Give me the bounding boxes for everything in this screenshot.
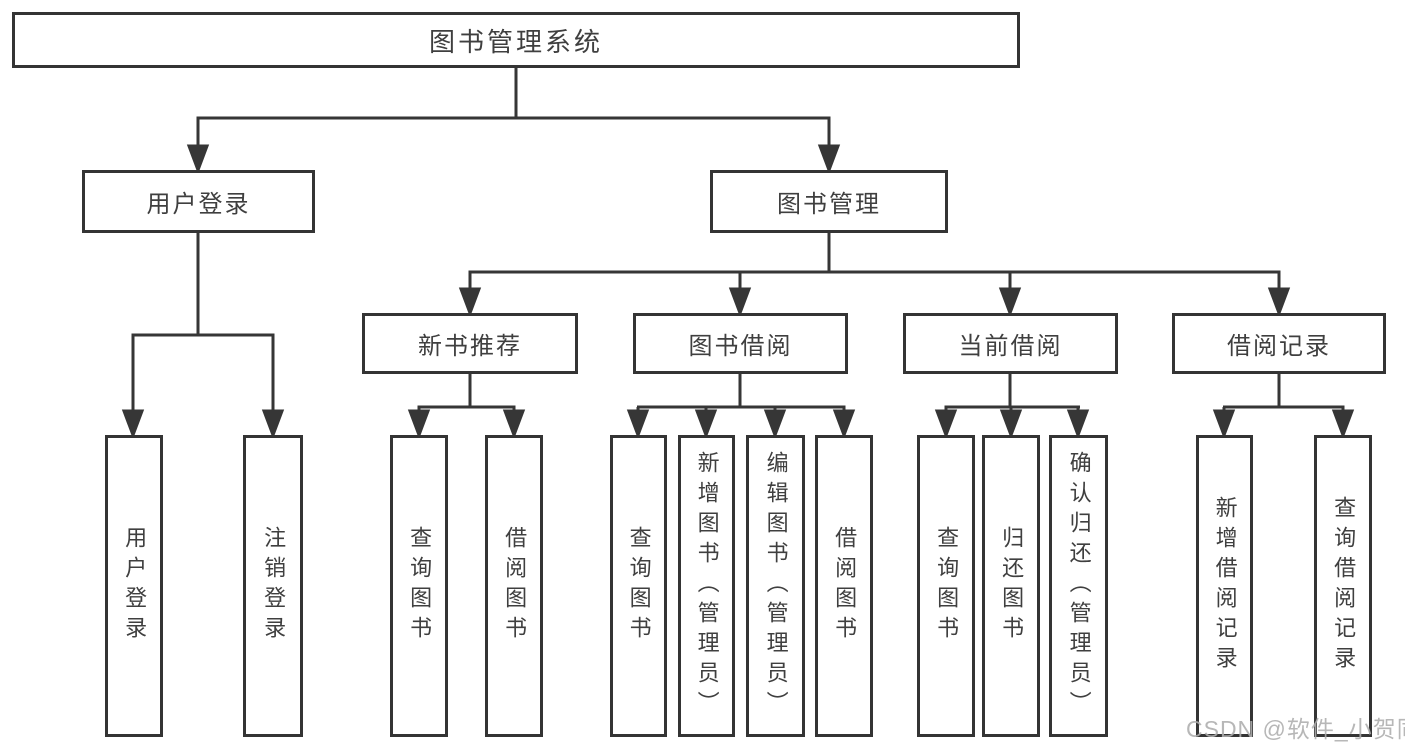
node-borrow-records: 借阅记录 — [1172, 313, 1386, 374]
node-root: 图书管理系统 — [12, 12, 1020, 68]
leaf-confirm-return-admin: 确认归还（管理员） — [1049, 435, 1108, 737]
leaf-edit-book-admin-label: 编辑图书（管理员） — [763, 451, 789, 721]
leaf-user-login-label: 用户登录 — [122, 526, 148, 646]
connector-root-to-level2 — [186, 68, 841, 175]
node-user-login-label: 用户登录 — [146, 191, 251, 218]
leaf-query-books-3-label: 查询图书 — [934, 526, 960, 646]
node-current-borrow-label: 当前借阅 — [958, 333, 1063, 360]
leaf-query-borrow-record: 查询借阅记录 — [1314, 435, 1372, 737]
node-book-management-label: 图书管理 — [777, 191, 881, 218]
connector-current-borrow-children — [934, 374, 1090, 440]
leaf-add-borrow-record-label: 新增借阅记录 — [1212, 496, 1238, 676]
leaf-query-borrow-record-label: 查询借阅记录 — [1331, 496, 1357, 676]
connector-user-login-children — [121, 233, 285, 440]
leaf-edit-book-admin: 编辑图书（管理员） — [746, 435, 805, 737]
connector-new-book-children — [407, 374, 526, 440]
leaf-query-books-1: 查询图书 — [390, 435, 448, 737]
leaf-confirm-return-admin-label: 确认归还（管理员） — [1066, 451, 1092, 721]
node-borrow-records-label: 借阅记录 — [1227, 333, 1331, 360]
leaf-query-books-3: 查询图书 — [917, 435, 975, 737]
leaf-add-book-admin-label: 新增图书（管理员） — [694, 451, 720, 721]
node-current-borrow: 当前借阅 — [903, 313, 1118, 374]
node-book-management: 图书管理 — [710, 170, 948, 233]
csdn-watermark: CSDN @软件_小贺同学 — [1186, 716, 1405, 742]
leaf-add-borrow-record: 新增借阅记录 — [1196, 435, 1253, 737]
leaf-logout: 注销登录 — [243, 435, 303, 737]
connector-book-borrow-children — [626, 374, 856, 440]
node-book-borrow: 图书借阅 — [633, 313, 848, 374]
leaf-query-books-1-label: 查询图书 — [407, 526, 433, 646]
node-book-borrow-label: 图书借阅 — [688, 333, 793, 360]
leaf-return-book: 归还图书 — [982, 435, 1040, 737]
node-user-login: 用户登录 — [82, 170, 315, 233]
leaf-borrow-books-1-label: 借阅图书 — [502, 526, 528, 646]
leaf-borrow-books-2-label: 借阅图书 — [832, 526, 858, 646]
node-new-book-recommend-label: 新书推荐 — [418, 333, 522, 360]
leaf-borrow-books-1: 借阅图书 — [485, 435, 543, 737]
connector-book-management-children — [458, 233, 1291, 318]
leaf-query-books-2: 查询图书 — [610, 435, 667, 737]
leaf-borrow-books-2: 借阅图书 — [815, 435, 873, 737]
leaf-user-login: 用户登录 — [105, 435, 163, 737]
connector-borrow-record-children — [1212, 374, 1355, 440]
leaf-query-books-2-label: 查询图书 — [626, 526, 652, 646]
node-new-book-recommend: 新书推荐 — [362, 313, 578, 374]
leaf-logout-label: 注销登录 — [261, 526, 287, 646]
leaf-return-book-label: 归还图书 — [999, 526, 1025, 646]
leaf-add-book-admin: 新增图书（管理员） — [678, 435, 735, 737]
node-root-label: 图书管理系统 — [428, 26, 603, 57]
